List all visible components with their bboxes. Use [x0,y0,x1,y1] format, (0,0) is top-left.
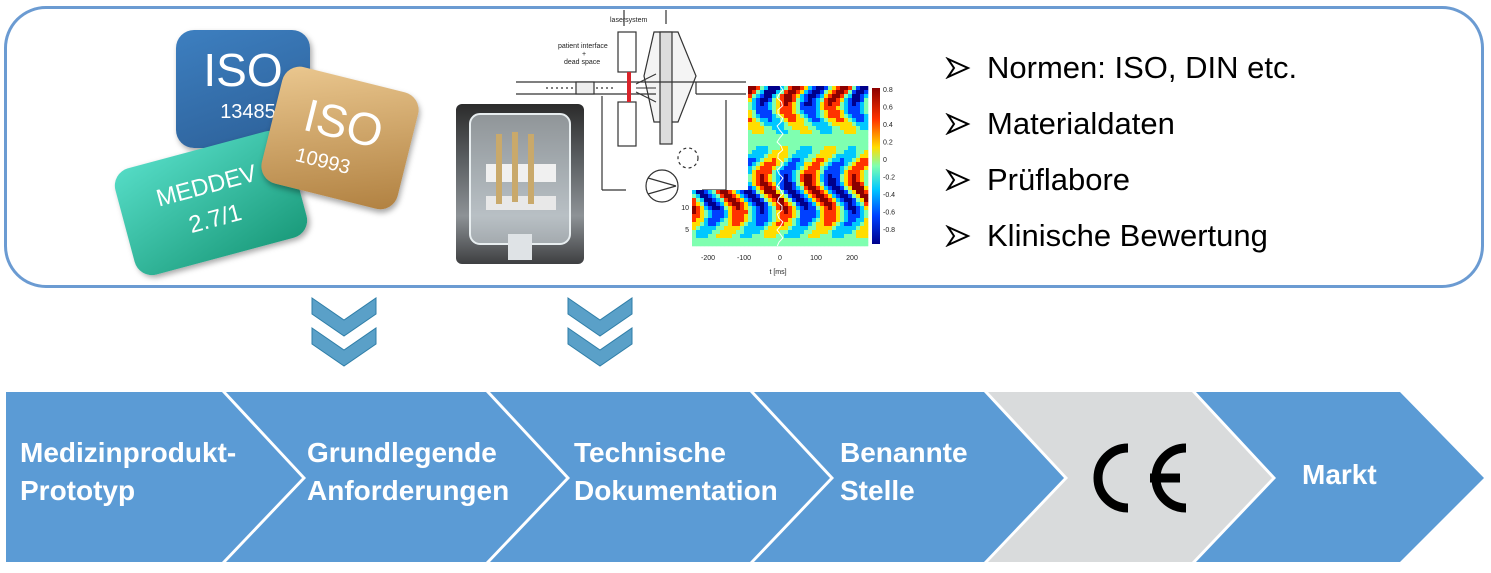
step-label-documentation: Technische Dokumentation [574,434,778,510]
step-line2: Prototyp [20,472,236,510]
heatmap-xtick: -100 [737,255,751,262]
colorbar-tick: 0.8 [883,87,893,94]
arrow-bullet-icon [945,113,971,135]
heatmap-ytick: 10 [681,205,689,212]
step-line1: Medizinprodukt- [20,434,236,472]
bullet-text: Materialdaten [987,106,1175,142]
double-chevron-down-icon [310,296,378,370]
schematic-label-plus: + [582,51,586,58]
heatmap-xtick: -200 [701,255,715,262]
step-label-requirements: Grundlegende Anforderungen [307,434,509,510]
step-line1: Grundlegende [307,434,509,472]
colorbar-tick: 0.6 [883,105,893,112]
arrow-bullet-icon [945,225,971,247]
iso-13485-number: 13485 [220,101,276,124]
heatmap-chart: -200 -100 0 100 200 t [ms] 10 5 0.8 0.6 0.4 0.2 0… [662,78,902,278]
double-chevron-down-icon [566,296,634,370]
bullet-item: Klinische Bewertung [945,208,1297,264]
step-label-notified-body: Benannte Stelle [840,434,968,510]
step-line2: Anforderungen [307,472,509,510]
arrow-bullet-icon [945,57,971,79]
step-label-market: Markt [1302,456,1377,494]
requirements-list: Normen: ISO, DIN etc. Materialdaten Prüf… [945,40,1297,264]
colorbar-tick: -0.8 [883,227,895,234]
step-line2: Stelle [840,472,968,510]
step-line1: Markt [1302,456,1377,494]
step-line1: Technische [574,434,778,472]
iso-10993-title: ISO [300,91,388,155]
step-label-prototype: Medizinprodukt- Prototyp [20,434,236,510]
bullet-item: Normen: ISO, DIN etc. [945,40,1297,96]
colorbar-tick: 0.4 [883,122,893,129]
schematic-label-laser: lasersystem [610,17,648,24]
step-line1: Benannte [840,434,968,472]
device-photo [456,104,584,264]
bullet-item: Materialdaten [945,96,1297,152]
schematic-label-dead: dead space [564,59,600,66]
iso-13485-title: ISO [203,47,282,93]
heatmap-ytick: 5 [685,227,689,234]
colorbar-tick: 0.2 [883,140,893,147]
bullet-text: Prüflabore [987,162,1130,198]
heatmap-xtick: 100 [810,255,822,262]
bullet-text: Klinische Bewertung [987,218,1268,254]
colorbar-tick: -0.4 [883,192,895,199]
colorbar-tick: 0 [883,157,887,164]
heatmap-xtick: 0 [778,255,782,262]
colorbar-tick: -0.2 [883,175,895,182]
step-line2: Dokumentation [574,472,778,510]
bullet-text: Normen: ISO, DIN etc. [987,50,1297,86]
schematic-label-patient: patient interface [558,43,608,50]
arrow-bullet-icon [945,169,971,191]
heatmap-xlabel: t [ms] [769,269,786,276]
heatmap-xtick: 200 [846,255,858,262]
meddev-line1: MEDDEV [153,160,259,214]
bullet-item: Prüflabore [945,152,1297,208]
meddev-line2: 2.7/1 [186,199,245,240]
heatmap-cells [692,86,868,246]
colorbar-tick: -0.6 [883,210,895,217]
